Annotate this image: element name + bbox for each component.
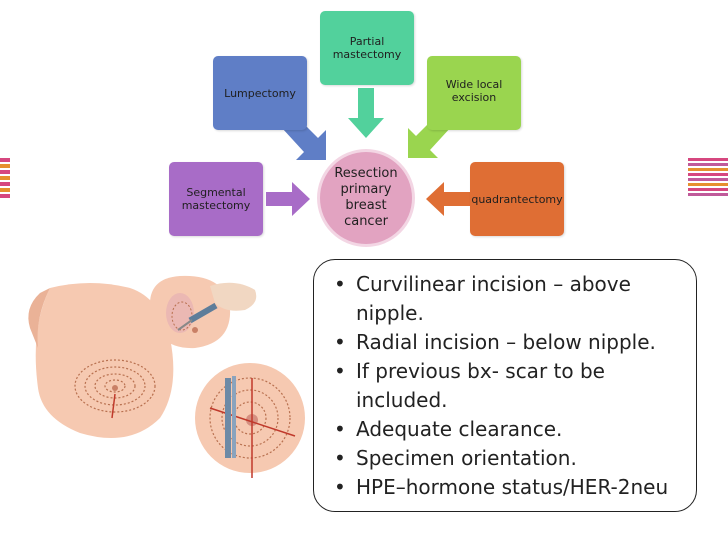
node-partial-mastectomy-label: Partial mastectomy — [332, 35, 402, 61]
node-partial-mastectomy: Partial mastectomy — [320, 11, 414, 85]
node-segmental-mastectomy-label: Segmental mastectomy — [181, 186, 251, 212]
center-node-resection: Resection primary breast cancer — [320, 152, 412, 244]
notes-box: Curvilinear incision – above nipple. Rad… — [313, 259, 697, 512]
arrow-quadrantectomy — [426, 182, 470, 216]
node-quadrantectomy-label: quadrantectomy — [471, 192, 563, 206]
node-lumpectomy: Lumpectomy — [213, 56, 307, 130]
note-item: Curvilinear incision – above nipple. — [328, 270, 686, 328]
notes-list: Curvilinear incision – above nipple. Rad… — [328, 270, 686, 502]
node-quadrantectomy: quadrantectomy — [470, 162, 564, 236]
arrow-segmental-mastectomy — [266, 182, 310, 216]
breast-incision-illustration — [28, 275, 305, 478]
note-item: Specimen orientation. — [328, 444, 686, 473]
note-item: HPE–hormone status/HER-2neu — [328, 473, 686, 502]
note-item: Radial incision – below nipple. — [328, 328, 686, 357]
left-edge-strip — [0, 158, 10, 198]
arrow-partial-mastectomy — [348, 88, 384, 138]
node-segmental-mastectomy: Segmental mastectomy — [169, 162, 263, 236]
node-lumpectomy-label: Lumpectomy — [224, 86, 296, 100]
center-node-label: Resection primary breast cancer — [334, 166, 398, 229]
node-wide-local-excision: Wide local excision — [427, 56, 521, 130]
node-wide-local-excision-label: Wide local excision — [445, 78, 503, 104]
note-item: Adequate clearance. — [328, 415, 686, 444]
note-item: If previous bx- scar to be included. — [328, 357, 686, 415]
right-edge-strip — [688, 158, 728, 196]
